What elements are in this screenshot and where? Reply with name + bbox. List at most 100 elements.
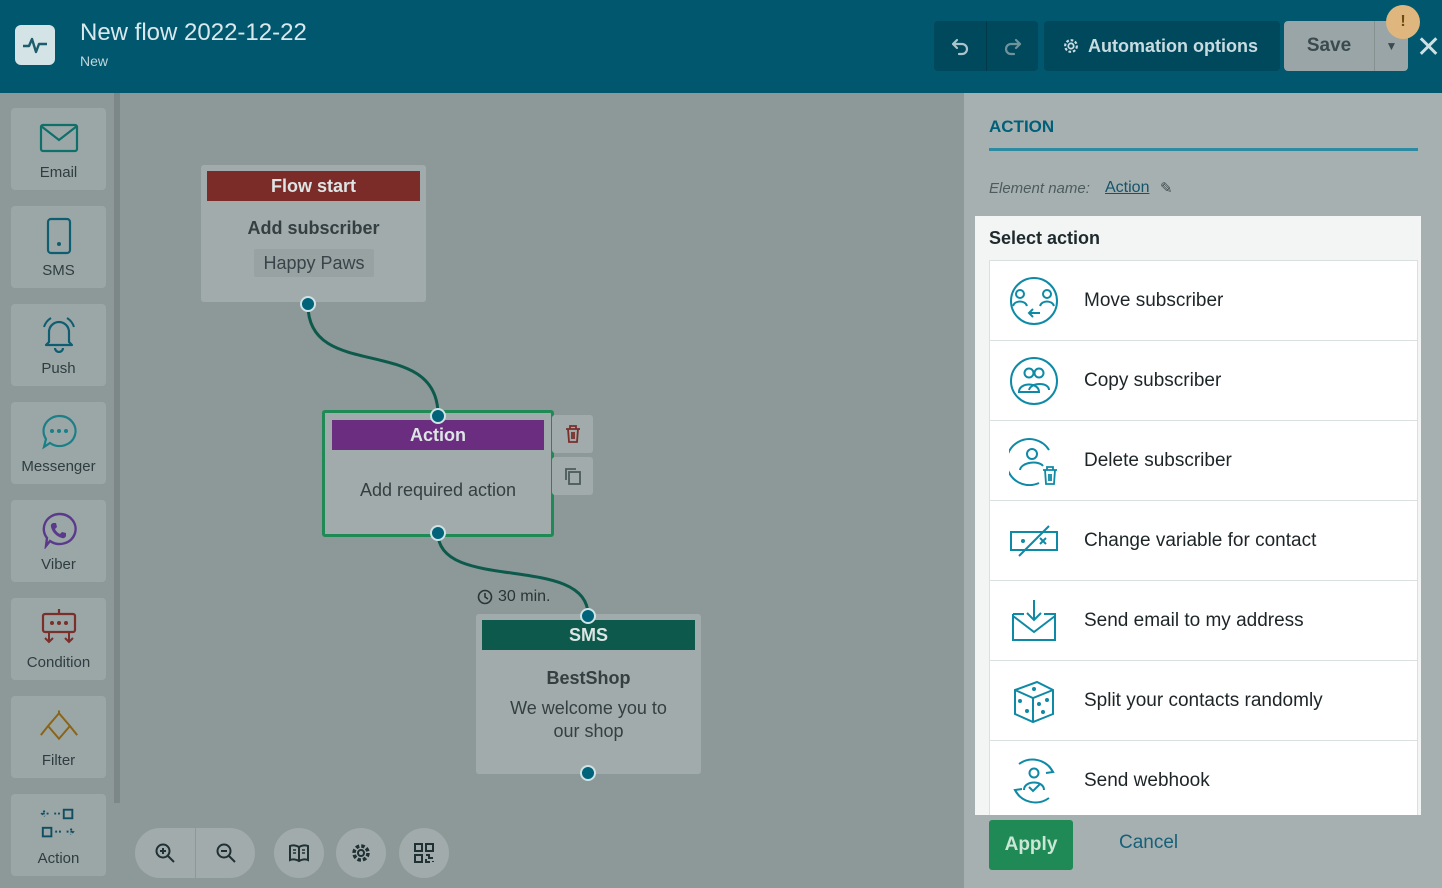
palette-item-label: Email	[39, 164, 78, 181]
element-name-label: Element name:	[989, 180, 1090, 197]
edit-pencil-icon[interactable]: ✎	[1160, 180, 1173, 197]
option-send-email[interactable]: Send email to my address	[989, 580, 1418, 661]
action-node-header: Action	[332, 420, 544, 450]
undo-icon	[951, 38, 969, 56]
book-icon	[289, 844, 309, 863]
palette-scrollbar[interactable]	[114, 93, 120, 803]
automation-options-label: Automation options	[1088, 35, 1258, 56]
flow-canvas[interactable]: Flow start Add subscriber Happy Paws Act…	[120, 93, 964, 888]
qr-icon	[414, 843, 434, 863]
flow-title[interactable]: New flow 2022-12-22	[80, 19, 307, 46]
element-palette: Email SMS Push Messenger Viber Condition…	[0, 93, 120, 888]
trash-icon	[565, 425, 580, 443]
guide-button[interactable]	[274, 828, 324, 878]
phone-icon	[39, 216, 79, 256]
close-icon[interactable]: ✕	[1416, 31, 1442, 64]
option-label: Move subscriber	[1084, 289, 1224, 311]
change-variable-icon	[1009, 516, 1059, 566]
sms-node[interactable]: SMS BestShop We welcome you to our shop	[476, 614, 701, 774]
pulse-icon	[15, 25, 55, 65]
top-bar: New flow 2022-12-22 New Automation optio…	[0, 0, 1442, 93]
undo-redo-group	[934, 21, 1038, 71]
palette-item-label: Condition	[26, 654, 91, 671]
cancel-button[interactable]: Cancel	[1119, 832, 1179, 853]
undo-button[interactable]	[934, 21, 986, 71]
sms-output-connector[interactable]	[580, 765, 596, 781]
option-copy-subscriber[interactable]: Copy subscriber	[989, 340, 1418, 421]
gear-icon	[352, 844, 370, 862]
zoom-in-button[interactable]	[135, 828, 195, 878]
select-action-box: Select action Move subscriber Copy subsc…	[975, 216, 1421, 815]
redo-button[interactable]	[986, 21, 1038, 71]
redo-icon	[1004, 38, 1021, 56]
delete-node-button[interactable]	[552, 415, 593, 453]
option-label: Send email to my address	[1084, 609, 1304, 631]
option-change-variable[interactable]: Change variable for contact	[989, 500, 1418, 581]
palette-item-sms[interactable]: SMS	[11, 206, 106, 288]
chevron-down-icon: ▼	[1385, 39, 1398, 53]
option-split-randomly[interactable]: Split your contacts randomly	[989, 660, 1418, 741]
action-input-connector[interactable]	[430, 408, 446, 424]
palette-item-messenger[interactable]: Messenger	[11, 402, 106, 484]
zoom-out-icon	[216, 843, 236, 863]
option-label: Send webhook	[1084, 769, 1210, 791]
option-move-subscriber[interactable]: Move subscriber	[989, 260, 1418, 341]
filter-icon	[39, 706, 79, 746]
palette-item-label: Filter	[41, 752, 76, 769]
canvas-settings-button[interactable]	[336, 828, 386, 878]
flow-start-node[interactable]: Flow start Add subscriber Happy Paws	[201, 165, 426, 302]
automation-options-button[interactable]: Automation options	[1044, 21, 1280, 71]
action-output-connector[interactable]	[430, 525, 446, 541]
clock-icon	[477, 589, 493, 605]
copy-node-button[interactable]	[552, 457, 593, 495]
action-node-text: Add required action	[359, 480, 517, 500]
apply-button[interactable]: Apply	[989, 820, 1073, 870]
chat-bubble-icon	[39, 412, 79, 452]
qr-code-button[interactable]	[399, 828, 449, 878]
option-label: Change variable for contact	[1084, 529, 1317, 551]
delay-label[interactable]: 30 min.	[477, 588, 550, 606]
palette-item-email[interactable]: Email	[11, 108, 106, 190]
action-icon	[39, 804, 79, 844]
palette-item-push[interactable]: Push	[11, 304, 106, 386]
envelope-icon	[39, 118, 79, 158]
palette-item-filter[interactable]: Filter	[11, 696, 106, 778]
panel-title-underline	[989, 148, 1418, 151]
option-label: Copy subscriber	[1084, 369, 1222, 391]
condition-icon	[39, 608, 79, 648]
action-node[interactable]: Action Add required action	[322, 410, 554, 537]
palette-item-label: Messenger	[21, 458, 96, 475]
save-dropdown-button[interactable]: ▼	[1374, 21, 1408, 71]
option-delete-subscriber[interactable]: Delete subscriber	[989, 420, 1418, 501]
bell-icon	[39, 314, 79, 354]
element-name-value[interactable]: Action	[1105, 179, 1150, 196]
palette-item-label: Action	[37, 850, 80, 867]
flow-status: New	[80, 53, 109, 69]
email-inbox-icon	[1009, 596, 1059, 646]
palette-item-viber[interactable]: Viber	[11, 500, 106, 582]
zoom-out-button[interactable]	[195, 828, 255, 878]
palette-item-label: Viber	[41, 556, 76, 573]
sms-node-text: We welcome you to our shop	[510, 698, 667, 741]
flow-start-header: Flow start	[207, 171, 420, 201]
palette-item-action[interactable]: Action	[11, 794, 106, 876]
connection-lines	[306, 304, 590, 616]
palette-item-label: SMS	[42, 262, 75, 279]
sms-node-title: BestShop	[546, 668, 631, 688]
flow-start-output-connector[interactable]	[300, 296, 316, 312]
zoom-controls	[135, 828, 255, 878]
warning-icon[interactable]: !	[1386, 5, 1420, 39]
save-button[interactable]: Save	[1306, 35, 1352, 56]
copy-subscriber-icon	[1009, 356, 1059, 406]
option-send-webhook[interactable]: Send webhook	[989, 740, 1418, 815]
zoom-in-icon	[155, 843, 175, 863]
webhook-icon	[1009, 756, 1059, 806]
flow-start-title: Add subscriber	[247, 218, 380, 238]
palette-item-label: Push	[41, 360, 76, 377]
panel-title: ACTION	[989, 117, 1055, 136]
move-subscriber-icon	[1009, 276, 1059, 326]
palette-item-condition[interactable]: Condition	[11, 598, 106, 680]
copy-icon	[564, 468, 581, 485]
sms-input-connector[interactable]	[580, 608, 596, 624]
select-action-title: Select action	[989, 228, 1101, 248]
